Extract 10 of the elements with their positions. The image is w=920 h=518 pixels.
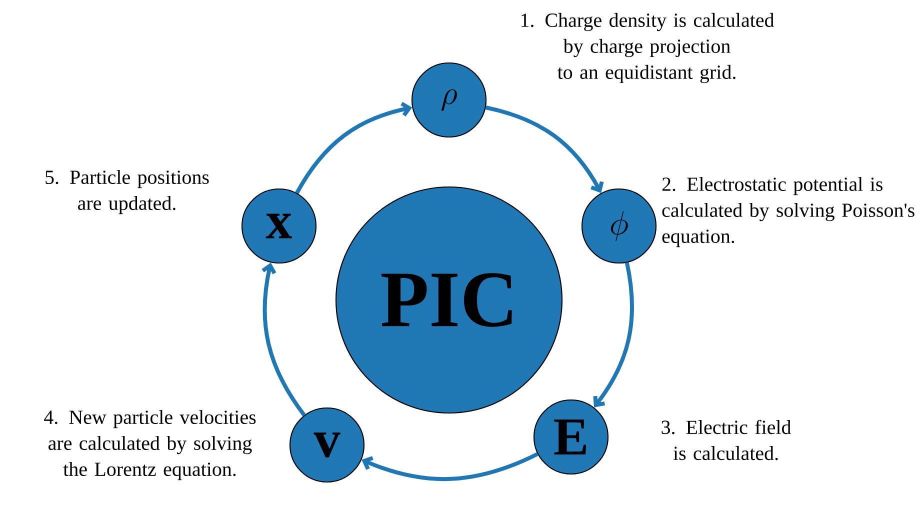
arrow [593, 262, 634, 408]
step-description: 4. New particle velocities are calculated by solving the Lorentz equation. [44, 410, 256, 480]
arrow [295, 102, 412, 194]
step-description: 3. Electric field is calculated. [662, 420, 792, 460]
step-description: 5. Particle positions are updated. [46, 170, 209, 214]
arrow [262, 262, 306, 416]
arrow [485, 106, 604, 193]
step-description: 2. Electrostatic potential is calculated by solving Poisson's equation. [662, 176, 914, 248]
arrow [362, 452, 538, 481]
step-description: 1. Charge density is calculated by charge projection to an equidistant grid. [521, 12, 774, 84]
